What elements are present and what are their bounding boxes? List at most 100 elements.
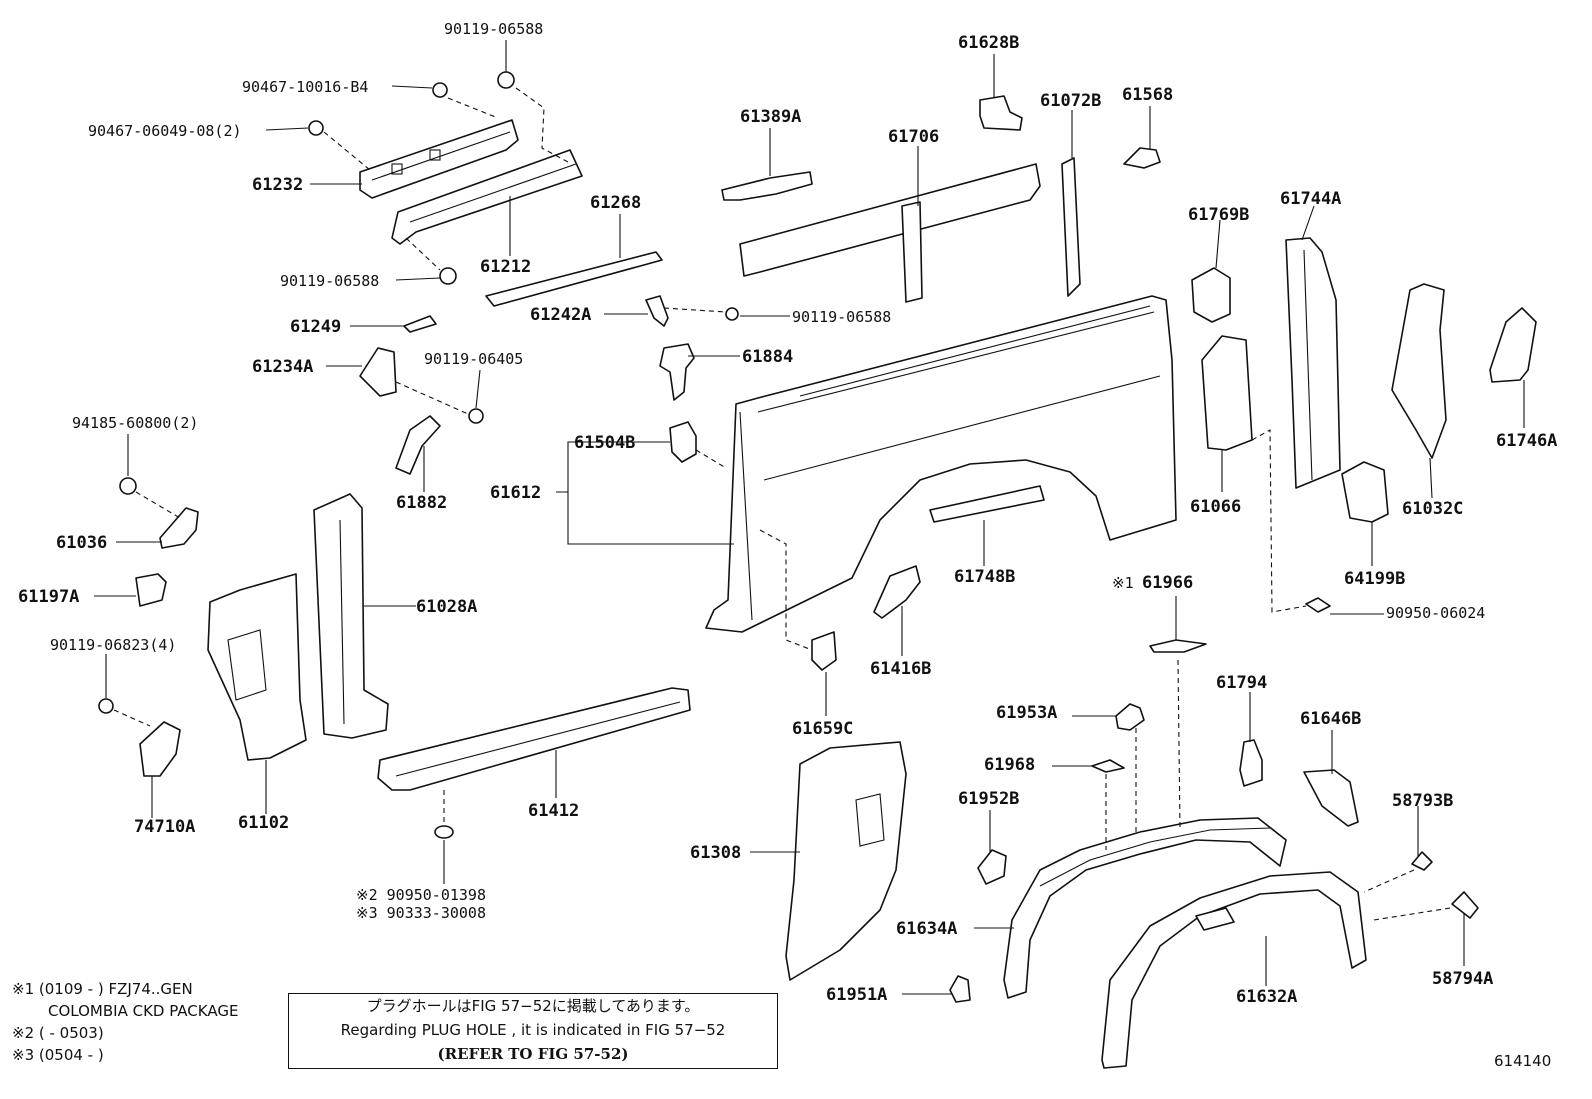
part-61794 — [1239, 739, 1263, 787]
bolt-90119-06823 — [98, 698, 114, 714]
label-61032C: 61032C — [1402, 499, 1463, 519]
part-61953A — [1115, 703, 1145, 731]
part-61632A — [1101, 871, 1367, 1069]
note-1-line-1: ※1 (0109 - ) FZJ74..GEN — [12, 980, 193, 998]
bolt-90467-06049 — [308, 120, 324, 136]
part-61884 — [659, 343, 695, 401]
label-61268: 61268 — [590, 193, 641, 213]
label-61412: 61412 — [528, 801, 579, 821]
label-61028A: 61028A — [416, 597, 477, 617]
leader-lines — [94, 40, 1525, 995]
label-58794A: 58794A — [1432, 969, 1493, 989]
label-61646B: 61646B — [1300, 709, 1361, 729]
label-61249: 61249 — [290, 317, 341, 337]
part-61748B — [929, 485, 1045, 523]
part-61744A — [1285, 237, 1341, 489]
part-61072B — [1061, 157, 1081, 297]
part-61416B — [873, 565, 921, 619]
label-61748B: 61748B — [954, 567, 1015, 587]
part-61706 — [739, 163, 1041, 303]
label-90119-06823: 90119-06823(4) — [50, 636, 176, 654]
part-61659C — [811, 631, 837, 671]
part-61612 — [705, 295, 1177, 633]
label-61234A: 61234A — [252, 357, 313, 377]
part-61504B — [669, 421, 697, 463]
part-61952B — [977, 849, 1007, 885]
bolt-90119-06588-right — [725, 307, 739, 321]
label-64199B: 64199B — [1344, 569, 1405, 589]
label-61232: 61232 — [252, 175, 303, 195]
part-61268 — [485, 251, 663, 307]
part-61412 — [377, 687, 691, 791]
part-61212 — [391, 149, 583, 245]
label-90119-06588-right: 90119-06588 — [792, 308, 891, 326]
bolt-90119-06588-mid — [439, 267, 457, 285]
bolt-90467-10016 — [432, 82, 448, 98]
notice-reference: (REFER TO FIG 57-52) — [437, 1045, 629, 1063]
label-61769B: 61769B — [1188, 205, 1249, 225]
part-61634A — [1003, 817, 1287, 999]
part-61628B — [979, 95, 1023, 131]
part-61234A — [359, 347, 397, 397]
label-61308: 61308 — [690, 843, 741, 863]
label-61197A: 61197A — [18, 587, 79, 607]
label-61612: 61612 — [490, 483, 541, 503]
label-61952B: 61952B — [958, 789, 1019, 809]
label-90950-06024: 90950-06024 — [1386, 604, 1485, 622]
label-61102: 61102 — [238, 813, 289, 833]
bolt-90119-06405 — [468, 408, 484, 424]
notice-japanese: プラグホールはFIG 57−52に掲載してあります。 — [366, 997, 700, 1015]
label-74710A: 74710A — [134, 817, 195, 837]
part-61028A — [313, 493, 389, 739]
part-61232 — [359, 119, 519, 199]
label-90119-06588-mid: 90119-06588 — [280, 272, 379, 290]
label-58793B: 58793B — [1392, 791, 1453, 811]
applicability-notes: ※1 (0109 - ) FZJ74..GEN COLOMBIA CKD PAC… — [12, 978, 238, 1066]
label-61706: 61706 — [888, 127, 939, 147]
label-61632A: 61632A — [1236, 987, 1297, 1007]
nut-94185-60800 — [119, 477, 137, 495]
part-61968 — [1091, 759, 1125, 773]
label-61794: 61794 — [1216, 673, 1267, 693]
part-labels: 90119-06588 90467-10016-B4 90467-06049-0… — [18, 20, 1557, 1007]
label-94185-60800: 94185-60800(2) — [72, 414, 198, 432]
label-61882: 61882 — [396, 493, 447, 513]
part-61249 — [403, 315, 437, 333]
label-90950-01398: ※2 90950-01398 — [356, 886, 486, 904]
label-61416B: 61416B — [870, 659, 931, 679]
label-61036: 61036 — [56, 533, 107, 553]
part-61032C — [1391, 283, 1447, 459]
assembly-lines — [113, 87, 1451, 921]
part-61769B — [1191, 267, 1231, 323]
notice-english: Regarding PLUG HOLE , it is indicated in… — [340, 1021, 726, 1039]
label-61968: 61968 — [984, 755, 1035, 775]
label-61634A: 61634A — [896, 919, 957, 939]
label-61212: 61212 — [480, 257, 531, 277]
part-90950-06024 — [1305, 597, 1331, 613]
part-61746A — [1489, 307, 1537, 383]
label-61242A: 61242A — [530, 305, 591, 325]
label-61966: 61966 — [1142, 573, 1193, 593]
note-1-line-2: COLOMBIA CKD PACKAGE — [48, 1002, 239, 1020]
label-61659C: 61659C — [792, 719, 853, 739]
part-61036 — [159, 507, 199, 549]
part-61102 — [207, 573, 307, 761]
bolt-90119-06588-top — [497, 71, 515, 89]
part-61308 — [785, 741, 907, 981]
label-61966-mark: ※1 — [1112, 574, 1134, 592]
part-61197A — [135, 573, 167, 607]
part-61646B — [1303, 769, 1359, 827]
part-74710A — [139, 721, 181, 777]
part-58793B — [1411, 851, 1433, 871]
label-90467-06049-08: 90467-06049-08(2) — [88, 122, 242, 140]
figure-code: 614140 — [1494, 1052, 1552, 1070]
label-61072B: 61072B — [1040, 91, 1101, 111]
plug-hole-notice: プラグホールはFIG 57−52に掲載してあります。 Regarding PLU… — [288, 993, 778, 1069]
label-61746A: 61746A — [1496, 431, 1557, 451]
label-90333-30008: ※3 90333-30008 — [356, 904, 486, 922]
part-61568 — [1123, 147, 1161, 169]
note-2: ※2 ( - 0503) — [12, 1024, 104, 1042]
part-61066 — [1201, 335, 1253, 451]
part-61951A — [949, 975, 971, 1003]
